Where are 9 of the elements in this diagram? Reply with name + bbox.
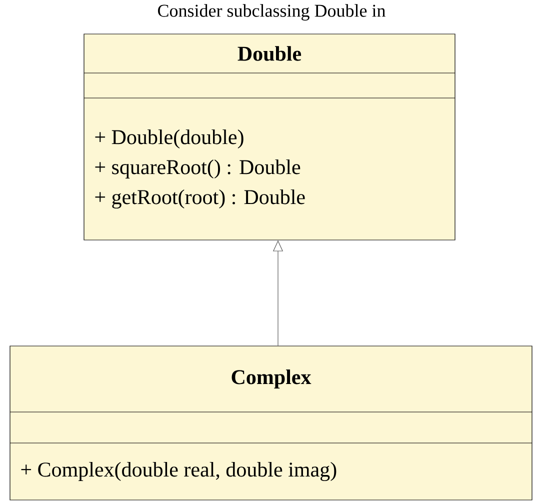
class-box [84,34,456,240]
method-text: + Double(double) [95,129,244,149]
method-text: + squareRoot() : Double [95,159,300,179]
class-name: Complex [232,369,312,388]
title: Consider subclassing Double in [158,4,386,21]
method-text: + Complex(double real, double imag) [21,462,336,482]
method-text: + getRoot(root) : Double [95,189,305,209]
class-name: Double [238,46,302,61]
class-box [10,346,532,500]
